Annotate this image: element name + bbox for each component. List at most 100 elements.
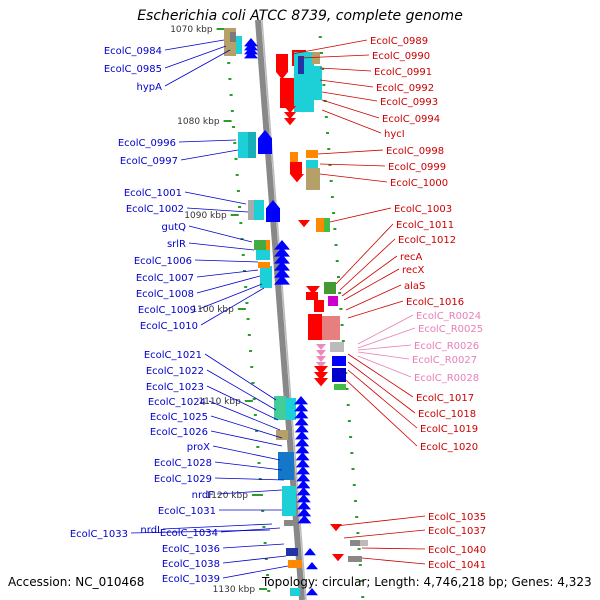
- right-gene-label: EcolC_1018: [418, 409, 476, 420]
- gene-block: [284, 520, 294, 526]
- gene-arrow: [290, 174, 304, 183]
- scale-major-tick: [223, 120, 232, 122]
- left-gene-label: nrdI: [140, 525, 160, 536]
- scale-tick: [346, 404, 350, 406]
- label-leader: [357, 351, 410, 360]
- left-gene-label: EcolC_1034: [160, 528, 218, 539]
- right-gene-label: EcolC_1040: [428, 545, 486, 556]
- label-leader: [194, 259, 259, 263]
- scale-tick: [251, 382, 255, 384]
- gene-arrow: [284, 118, 296, 126]
- label-leader: [164, 39, 225, 51]
- label-leader: [184, 191, 247, 205]
- gene-block: [282, 486, 296, 516]
- gene-block: [306, 292, 318, 300]
- label-leader: [319, 163, 386, 167]
- scale-tick: [233, 142, 237, 144]
- gene-arrow: [297, 508, 312, 517]
- rna-gene-label: EcolC_R0026: [414, 341, 479, 352]
- scale-tick: [355, 516, 359, 518]
- scale-tick: [353, 500, 357, 502]
- scale-major-tick: [216, 28, 225, 30]
- left-gene-label: nrdF: [192, 490, 215, 501]
- right-gene-label: EcolC_1012: [398, 235, 456, 246]
- gene-block: [290, 162, 302, 174]
- scale-tick: [319, 52, 323, 54]
- gene-arrow: [316, 362, 326, 368]
- label-leader: [188, 242, 255, 251]
- label-leader: [178, 139, 237, 143]
- scale-tick: [339, 308, 343, 310]
- scale-tick: [326, 132, 330, 134]
- label-leader: [347, 369, 418, 429]
- scale-tick: [324, 116, 328, 118]
- scale-tick: [229, 94, 233, 96]
- label-leader: [212, 445, 281, 461]
- right-gene-label: EcolC_0990: [372, 51, 430, 62]
- label-leader: [345, 284, 402, 311]
- scale-label: 1080 kbp: [177, 117, 220, 127]
- label-leader: [214, 461, 283, 471]
- left-gene-label: EcolC_1006: [134, 256, 192, 267]
- gene-arrow: [295, 438, 310, 447]
- scale-major-tick: [237, 308, 246, 310]
- scale-tick: [345, 388, 349, 390]
- scale-tick: [334, 244, 338, 246]
- gene-block: [316, 218, 324, 232]
- label-leader: [321, 99, 380, 119]
- scale-tick: [241, 254, 245, 256]
- gene-arrow: [296, 466, 310, 475]
- gene-arrow: [274, 254, 290, 264]
- scale-tick: [356, 532, 360, 534]
- left-gene-label: EcolC_0984: [104, 46, 162, 57]
- label-leader: [164, 45, 227, 69]
- right-gene-label: EcolC_1035: [428, 512, 486, 523]
- gene-arrow: [295, 459, 310, 468]
- label-leader: [347, 300, 404, 319]
- gene-block: [276, 430, 288, 440]
- scale-label: 1090 kbp: [184, 211, 227, 221]
- right-gene-label: EcolC_1017: [416, 393, 474, 404]
- gene-block: [274, 396, 286, 420]
- gene-block: [258, 262, 270, 268]
- gene-arrow: [274, 261, 290, 271]
- gene-arrow: [297, 515, 312, 524]
- gene-arrow: [294, 396, 308, 405]
- scale-tick: [349, 436, 353, 438]
- scale-tick: [350, 452, 354, 454]
- label-leader: [357, 314, 414, 345]
- right-gene-label: alaS: [404, 281, 425, 292]
- left-gene-label: EcolC_1038: [162, 559, 220, 570]
- scale-tick: [256, 446, 260, 448]
- label-leader: [188, 225, 253, 243]
- gene-arrow: [244, 50, 258, 59]
- left-gene-label: proX: [187, 442, 210, 453]
- gene-arrow: [296, 473, 311, 482]
- label-leader: [321, 109, 382, 134]
- right-gene-label: recA: [400, 252, 423, 263]
- scale-tick: [230, 110, 234, 112]
- gene-arrow: [298, 220, 310, 228]
- left-gene-label: hypA: [137, 82, 163, 93]
- gene-arrow: [296, 480, 311, 489]
- gene-arrow: [296, 494, 311, 503]
- gene-arrow: [274, 240, 290, 250]
- gene-block: [360, 540, 368, 546]
- left-gene-label: EcolC_1033: [70, 529, 128, 540]
- right-gene-label: EcolC_1003: [394, 204, 452, 215]
- label-leader: [206, 385, 279, 421]
- scale-tick: [247, 334, 251, 336]
- gene-block: [248, 200, 254, 220]
- left-gene-label: EcolC_1026: [150, 427, 208, 438]
- scale-major-tick: [244, 400, 253, 402]
- gene-block: [328, 296, 338, 306]
- gene-block: [266, 240, 270, 250]
- accession-text: Accession: NC_010468: [8, 575, 145, 589]
- label-leader: [222, 565, 289, 579]
- left-gene-label: EcolC_1024: [148, 397, 206, 408]
- label-leader: [162, 523, 273, 530]
- label-leader: [222, 555, 287, 564]
- gene-block: [266, 208, 280, 222]
- backbone-highlight: [261, 19, 307, 600]
- label-leader: [208, 400, 281, 431]
